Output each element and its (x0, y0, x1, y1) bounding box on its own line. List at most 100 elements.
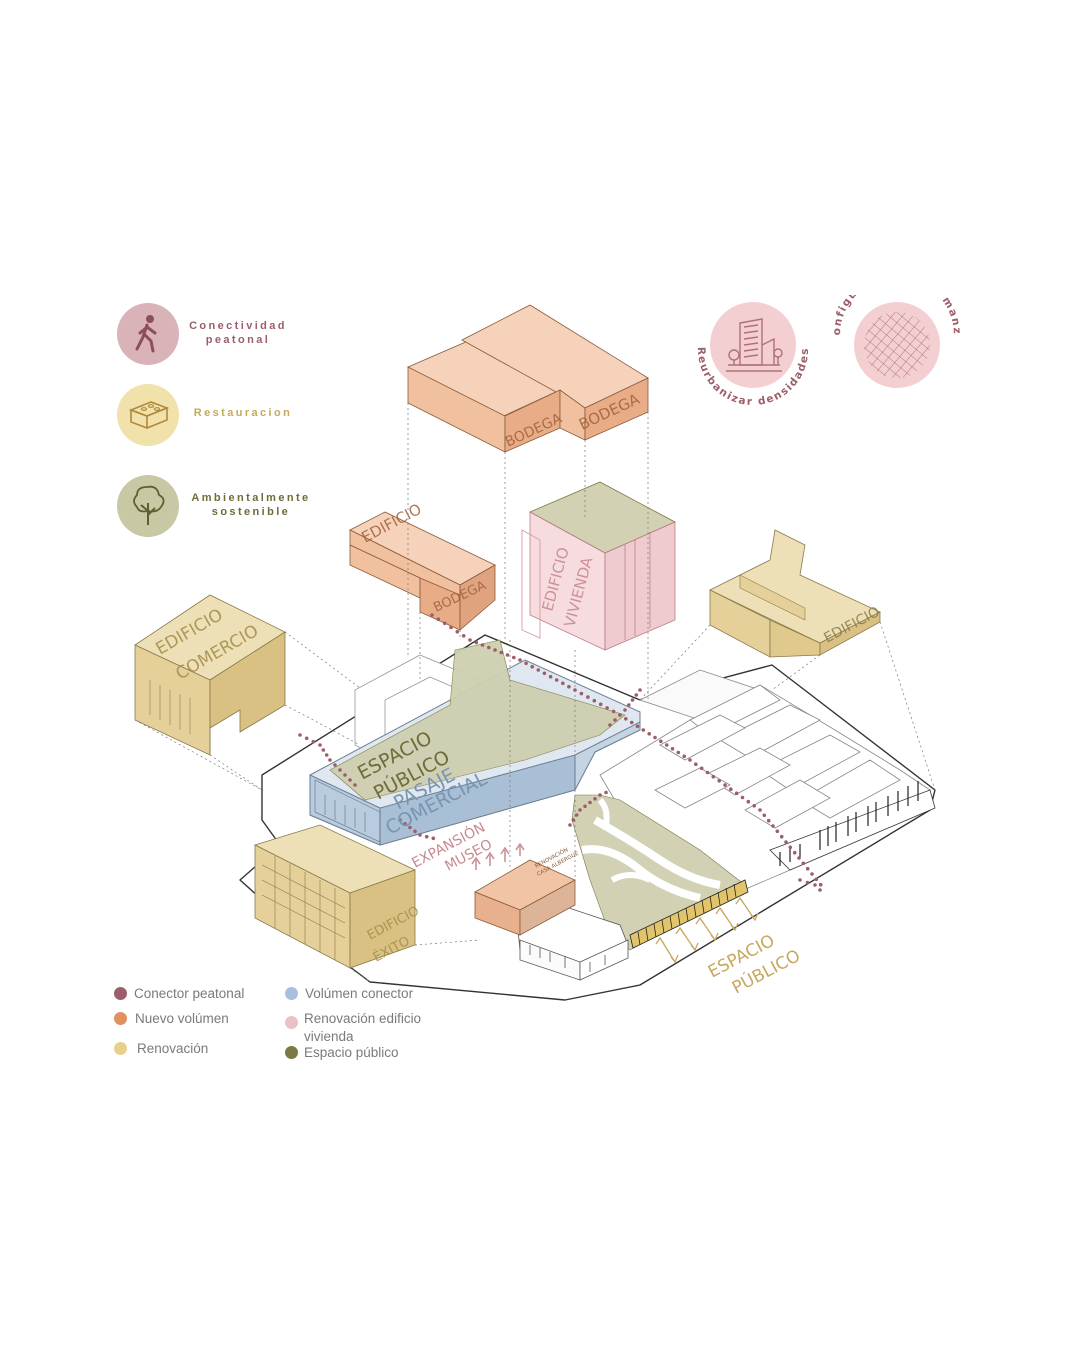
connector-dot (425, 835, 429, 839)
connector-dot (318, 743, 322, 747)
connector-dot (784, 840, 788, 844)
connector-dot (530, 665, 534, 669)
legend-espacio-publico: Espacio público (304, 1044, 399, 1061)
connector-dot (506, 653, 510, 657)
legend-dot-conector (114, 987, 127, 1000)
connector-dot (599, 703, 603, 707)
connector-dot (578, 808, 582, 812)
connector-dot (561, 682, 565, 686)
connector-dot (537, 668, 541, 672)
connector-dot (741, 796, 745, 800)
connector-dot (608, 723, 612, 727)
tree-icon (117, 475, 179, 537)
connector-dot (512, 656, 516, 660)
legend-dot-renovacion (114, 1042, 127, 1055)
connector-dot (418, 833, 422, 837)
connector-dot (605, 706, 609, 710)
legend-dot-nuevo (114, 1012, 127, 1025)
connector-dot (468, 638, 472, 642)
connector-dot (802, 862, 806, 866)
legend-nuevo-volumen: Nuevo volúmen (135, 1010, 229, 1027)
connector-dot (815, 878, 819, 882)
connector-dot (487, 646, 491, 650)
legend-dot-renovacion-vivienda (285, 1016, 298, 1029)
legend-restauracion: Restauracion (188, 406, 298, 420)
connector-dot (810, 872, 814, 876)
legend-conector-peatonal: Conector peatonal (134, 985, 244, 1002)
connector-dot (623, 708, 627, 712)
connector-dot (572, 818, 576, 822)
connector-dot (624, 717, 628, 721)
connector-dot (524, 662, 528, 666)
connector-dot (647, 732, 651, 736)
connector-dot (598, 793, 602, 797)
connector-dot (747, 800, 751, 804)
legend-conectividad: Conectividad peatonal (182, 319, 294, 347)
connector-dot (671, 747, 675, 751)
connector-dot (543, 672, 547, 676)
connector-dot (312, 740, 316, 744)
connector-dot (818, 888, 822, 892)
connector-dot (723, 783, 727, 787)
connector-dot (618, 713, 622, 717)
connector-dot (593, 797, 597, 801)
connector-dot (688, 758, 692, 762)
connector-dot (353, 783, 357, 787)
connector-dot (481, 643, 485, 647)
connector-dot (771, 824, 775, 828)
connector-dot (588, 801, 592, 805)
brick-circle (117, 384, 179, 446)
connector-dot (449, 626, 453, 630)
connector-dot (636, 725, 640, 729)
connector-dot (819, 883, 823, 887)
edificio-vivienda-volume (522, 482, 675, 650)
brick-icon (117, 384, 179, 446)
legend-ambientalmente: Ambientalmente sostenible (186, 491, 316, 519)
connector-dot (677, 751, 681, 755)
connector-dot (638, 688, 642, 692)
connector-dot (549, 675, 553, 679)
connector-dot (475, 641, 479, 645)
connector-dot (322, 748, 326, 752)
connector-dot (780, 835, 784, 839)
badges: Reurbanizar densidades Reconfiguración d… (690, 295, 990, 435)
connector-dot (758, 808, 762, 812)
connector-dot (430, 613, 434, 617)
connector-dot (593, 699, 597, 703)
connector-dot (500, 651, 504, 655)
connector-dot (298, 733, 302, 737)
connector-dot (665, 743, 669, 747)
connector-dot (627, 703, 631, 707)
connector-dot (518, 658, 522, 662)
connector-dot (630, 721, 634, 725)
legend-renovacion: Renovación (137, 1040, 208, 1057)
connector-dot (493, 648, 497, 652)
connector-dot (797, 856, 801, 860)
connector-dot (735, 792, 739, 796)
connector-dot (729, 787, 733, 791)
legend-dot-espacio (285, 1046, 298, 1059)
connector-dot (462, 634, 466, 638)
connector-dot (586, 695, 590, 699)
connector-dot (682, 755, 686, 759)
connector-dot (717, 779, 721, 783)
legend-dot-volumen (285, 987, 298, 1000)
connector-dot (568, 823, 572, 827)
connector-dot (437, 617, 441, 621)
connector-dot (305, 737, 309, 741)
connector-dot (612, 710, 616, 714)
connector-dot (325, 753, 329, 757)
tree-circle (117, 475, 179, 537)
connector-dot (806, 867, 810, 871)
connector-dot (653, 736, 657, 740)
connector-dot (763, 814, 767, 818)
legend-renovacion-edificio: Renovación edificio (304, 1010, 421, 1027)
legend-renovacion-edificio-2: vivienda (304, 1028, 354, 1045)
connector-dot (752, 804, 756, 808)
connector-dot (613, 718, 617, 722)
connector-dot (789, 846, 793, 850)
connector-dot (767, 819, 771, 823)
connector-dot (806, 881, 810, 885)
